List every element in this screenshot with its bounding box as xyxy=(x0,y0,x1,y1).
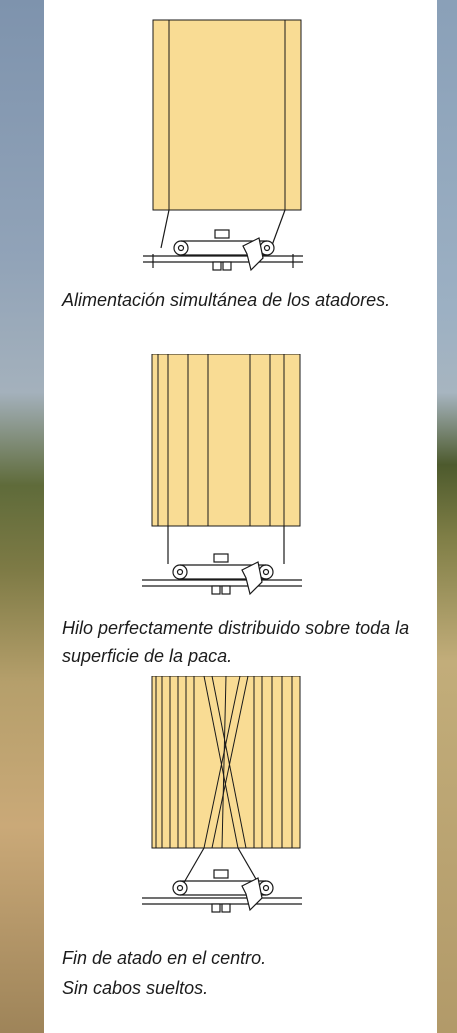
caption-distributed-twine: Hilo perfectamente distribuido sobre tod… xyxy=(62,618,410,666)
bale-diagram-distributed-twine xyxy=(142,354,302,596)
background-field-left xyxy=(0,0,50,1033)
caption-center-knot-line1: Fin de atado en el centro. xyxy=(62,948,267,968)
twine-lines xyxy=(157,354,285,526)
caption-simultaneous-feed: Alimentación simultánea de los atadores. xyxy=(62,290,391,310)
knotter-mechanism-icon xyxy=(142,847,302,913)
caption-center-knot-line2: Sin cabos sueltos. xyxy=(62,978,209,998)
knotter-mechanism-icon xyxy=(142,526,302,596)
background-field-right xyxy=(437,0,457,1033)
twine-lines xyxy=(155,676,293,849)
bale-diagram-simultaneous-feed xyxy=(143,19,303,272)
bale-body xyxy=(151,676,301,849)
knotter-mechanism-icon xyxy=(143,209,303,272)
bale-body xyxy=(152,19,302,211)
bale-body xyxy=(151,354,301,527)
bale-diagram-center-knot xyxy=(142,676,302,913)
